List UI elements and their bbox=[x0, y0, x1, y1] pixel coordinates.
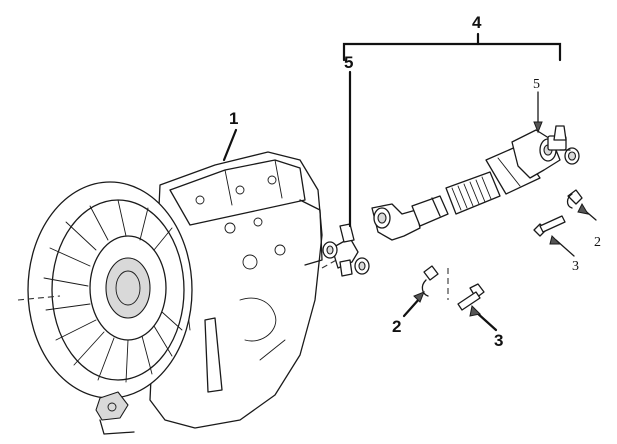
callout-transmission: 1 bbox=[229, 109, 238, 128]
leader-lines bbox=[222, 32, 597, 332]
callout-universal-joint-front: 5 bbox=[344, 53, 353, 72]
callout-bolt-front: 3 bbox=[494, 331, 503, 350]
driveshaft-assembly bbox=[371, 129, 561, 241]
callout-bolt-rear: 3 bbox=[572, 259, 579, 274]
transmission-housing bbox=[27, 151, 323, 435]
callout-strap-rear: 2 bbox=[594, 235, 601, 250]
universal-joint-front bbox=[322, 223, 370, 277]
callout-driveshaft-assembly: 4 bbox=[472, 13, 482, 32]
callout-universal-joint-rear: 5 bbox=[533, 77, 540, 92]
bolt-rear bbox=[533, 215, 566, 237]
strap-rear bbox=[566, 189, 583, 209]
callout-strap-front: 2 bbox=[392, 317, 401, 336]
centerline bbox=[17, 257, 341, 301]
universal-joint-rear bbox=[547, 125, 580, 165]
bolt-front bbox=[457, 283, 485, 311]
strap-front bbox=[421, 265, 439, 297]
